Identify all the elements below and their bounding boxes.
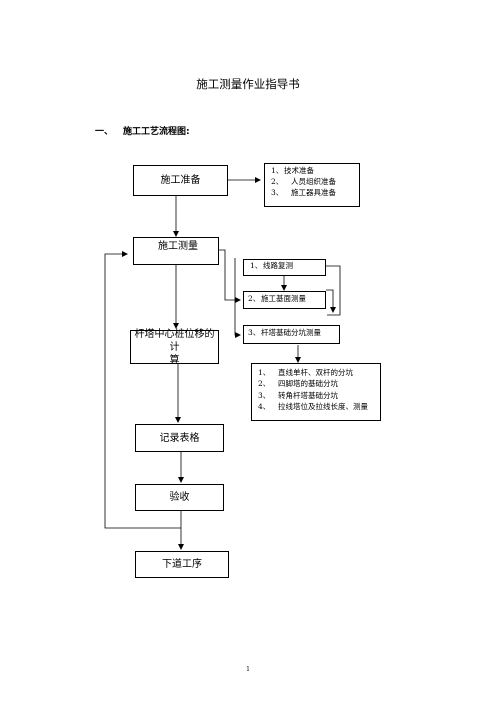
split-note: 2、四脚塔的基础分坑 bbox=[258, 379, 338, 389]
split-note: 3、转角杆塔基础分坑 bbox=[258, 390, 338, 400]
survey-box: 施工测量 bbox=[133, 237, 219, 265]
split-note: 4、拉线塔位及拉线长度、测量 bbox=[258, 401, 368, 411]
document-title: 施工测量作业指导书 bbox=[196, 77, 300, 91]
section-number: 一、 bbox=[95, 127, 114, 137]
offset-calc-line2: 计算 bbox=[169, 341, 194, 366]
section-title: 施工工艺流程图: bbox=[123, 127, 190, 137]
split-notes-box: 1、直线单杆、双杆的分坑 2、四脚塔的基础分坑 3、转角杆塔基础分坑 4、拉线塔… bbox=[251, 363, 381, 421]
arrow-survey-to-section bbox=[219, 249, 241, 303]
record-box: 记录表格 bbox=[135, 424, 224, 452]
section-survey-box: 2、施工基面测量 bbox=[243, 291, 326, 309]
arrow-feedback-loop bbox=[104, 251, 181, 529]
page-number: 1 bbox=[246, 666, 250, 673]
prep-box: 施工准备 bbox=[133, 165, 228, 196]
next-step-box: 下道工序 bbox=[135, 551, 229, 578]
split-note: 1、直线单杆、双杆的分坑 bbox=[258, 368, 353, 377]
bracket-inner bbox=[326, 289, 336, 313]
offset-calc-line1: 杆塔中心桩位移的 bbox=[134, 328, 215, 340]
arrow-survey-to-split bbox=[234, 258, 241, 338]
bracket-outer bbox=[326, 265, 341, 316]
prep-notes-box: 1、技术准备 2、人员组织准备 3、施工器具准备 bbox=[264, 163, 360, 207]
section-heading: 一、施工工艺流程图: bbox=[95, 124, 190, 137]
prep-note: 3、施工器具准备 bbox=[271, 187, 336, 197]
foundation-split-box: 3、杆塔基础分坑测量 bbox=[243, 325, 340, 344]
offset-calc-box: 杆塔中心桩位移的 计算 bbox=[130, 328, 219, 366]
prep-note: 2、人员组织准备 bbox=[271, 176, 336, 186]
route-recheck-box: 1、线路复测 bbox=[243, 259, 326, 276]
prep-note: 1、技术准备 bbox=[271, 166, 314, 175]
accept-box: 验收 bbox=[135, 484, 224, 511]
